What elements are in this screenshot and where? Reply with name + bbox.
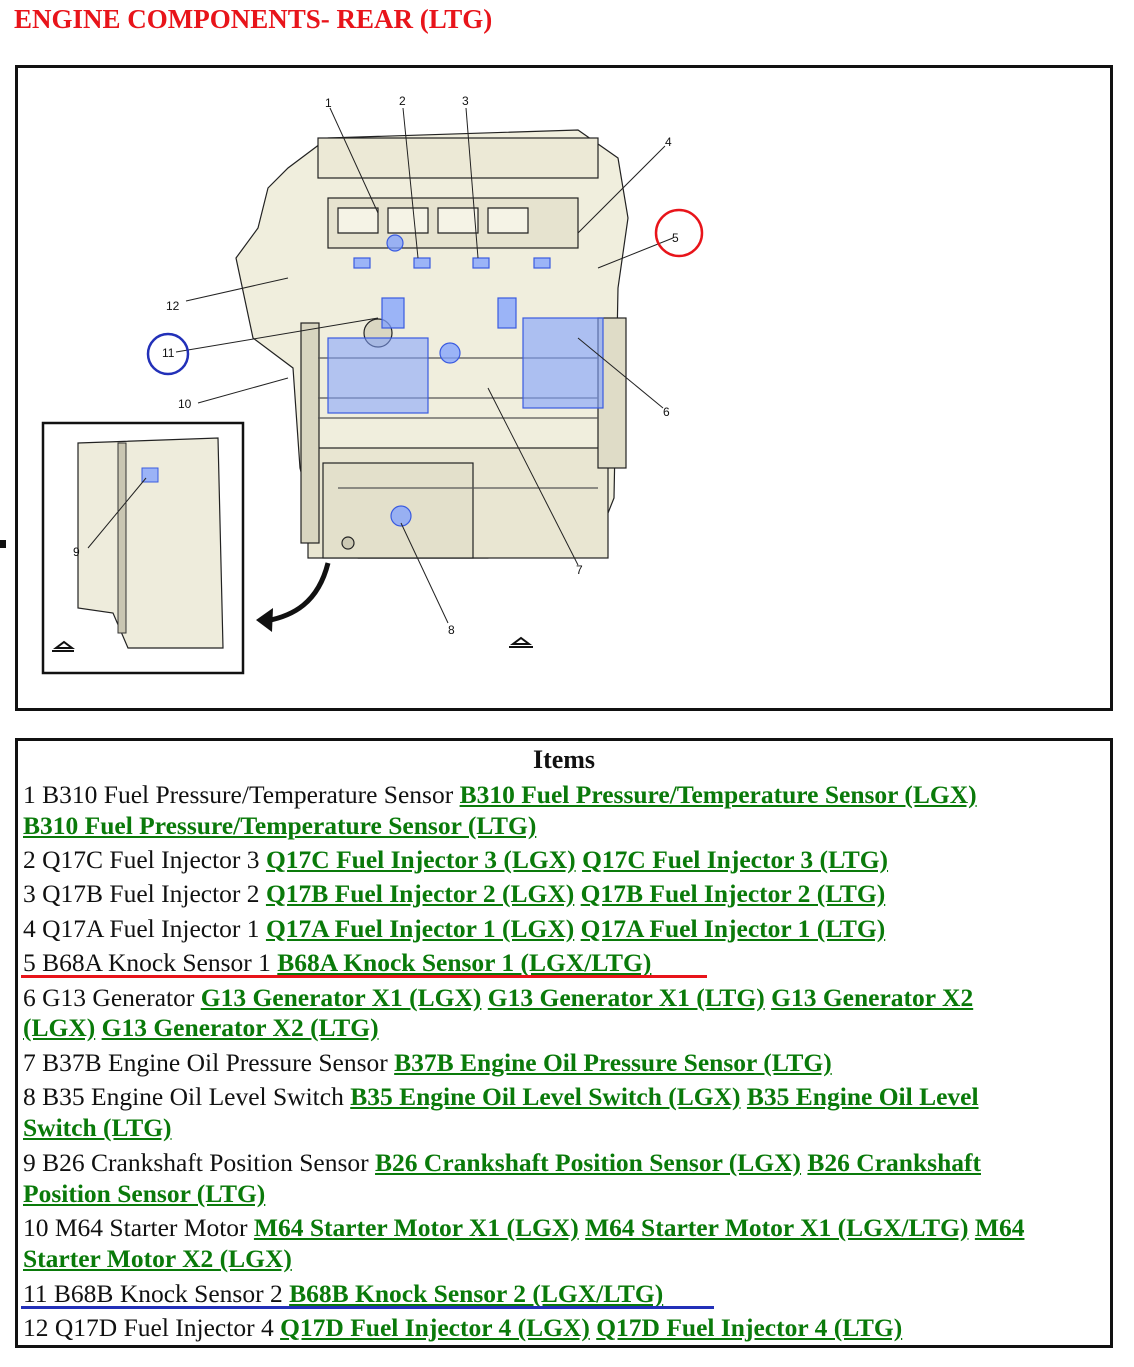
inset-arrow [265,562,331,624]
margin-mark [0,540,6,548]
item-link[interactable]: Switch (LTG) [23,1113,172,1142]
leader-lines [87,107,674,624]
list-item-highlighted-blue: 11 B68B Knock Sensor 2 B68B Knock Sensor… [23,1279,664,1308]
knock-sensor-1-highlight-circle [654,208,704,258]
list-item: 9 B26 Crankshaft Position Sensor B26 Cra… [23,1148,981,1177]
item-link[interactable]: Q17D Fuel Injector 4 (LTG) [596,1313,903,1342]
item-link[interactable]: B26 Crankshaft [807,1148,981,1177]
item-link[interactable]: B68A Knock Sensor 1 (LGX/LTG) [277,948,652,977]
item-link[interactable]: G13 Generator X1 (LGX) [200,983,482,1012]
list-item: Starter Motor X2 (LGX) [23,1243,292,1274]
list-item: Switch (LTG) [23,1112,172,1143]
item-link[interactable]: M64 [974,1213,1025,1242]
item-link[interactable]: G13 Generator X1 (LTG) [487,983,765,1012]
item-link[interactable]: Q17B Fuel Injector 2 (LTG) [580,879,886,908]
highlighted-components [327,234,604,527]
list-item: 3 Q17B Fuel Injector 2 Q17B Fuel Injecto… [23,879,886,908]
item-link[interactable]: Q17B Fuel Injector 2 (LGX) [265,879,575,908]
item-link[interactable]: Q17D Fuel Injector 4 (LGX) [280,1313,590,1342]
page-title: ENGINE COMPONENTS- REAR (LTG) [14,4,493,34]
engine-block [235,129,629,559]
callout-3: 3 [462,94,469,108]
callout-labels: 1 2 3 4 5 6 7 8 9 10 11 12 [73,94,679,637]
item-link[interactable]: B35 Engine Oil Level [746,1082,979,1111]
list-item: Position Sensor (LTG) [23,1178,265,1209]
list-item: B310 Fuel Pressure/Temperature Sensor (L… [23,810,536,841]
callout-10: 10 [178,397,192,411]
list-item: 1 B310 Fuel Pressure/Temperature Sensor … [23,780,977,809]
item-link[interactable]: Q17C Fuel Injector 3 (LTG) [582,845,889,874]
callout-7: 7 [576,563,583,577]
blue-underline [21,1306,714,1309]
list-item: 7 B37B Engine Oil Pressure Sensor B37B E… [23,1048,832,1077]
callout-5: 5 [672,231,679,245]
list-item-highlighted-red: 5 B68A Knock Sensor 1 B68A Knock Sensor … [23,948,652,977]
callout-1: 1 [325,96,332,110]
list-item: 10 M64 Starter Motor M64 Starter Motor X… [23,1213,1025,1242]
callout-6: 6 [663,405,670,419]
items-heading: Items [532,745,596,774]
callout-11: 11 [162,346,175,360]
item-link[interactable]: G13 Generator X2 (LTG) [101,1013,379,1042]
inset-detail [41,421,245,675]
item-link[interactable]: M64 Starter Motor X1 (LGX) [253,1213,579,1242]
item-link[interactable]: B37B Engine Oil Pressure Sensor (LTG) [394,1048,832,1077]
list-item: 2 Q17C Fuel Injector 3 Q17C Fuel Injecto… [23,845,889,874]
callout-4: 4 [665,135,672,149]
list-item: 8 B35 Engine Oil Level Switch B35 Engine… [23,1082,979,1111]
item-link[interactable]: Q17C Fuel Injector 3 (LGX) [265,845,576,874]
item-link[interactable]: B35 Engine Oil Level Switch (LGX) [350,1082,741,1111]
item-link[interactable]: B310 Fuel Pressure/Temperature Sensor (L… [459,780,977,809]
engine-illustration: 1 2 3 4 5 6 7 8 9 10 11 12 [41,94,704,675]
item-link[interactable]: (LGX) [23,1013,96,1042]
callout-8: 8 [448,623,455,637]
item-link[interactable]: B310 Fuel Pressure/Temperature Sensor (L… [23,811,537,840]
item-link[interactable]: Q17A Fuel Injector 1 (LTG) [580,914,886,943]
list-item: 4 Q17A Fuel Injector 1 Q17A Fuel Injecto… [23,914,886,943]
knock-sensor-2-highlight-circle [146,332,190,376]
engine-diagram: 1 2 3 4 5 6 7 8 9 10 11 12 [15,65,1113,711]
list-item: (LGX) G13 Generator X2 (LTG) [23,1012,379,1043]
callout-12: 12 [166,299,180,313]
item-link[interactable]: Q17A Fuel Injector 1 (LGX) [265,914,575,943]
items-table: Items 1 B310 Fuel Pressure/Temperature S… [15,738,1113,1348]
list-item: 6 G13 Generator G13 Generator X1 (LGX) G… [23,983,974,1012]
item-link[interactable]: M64 Starter Motor X1 (LGX/LTG) [585,1213,969,1242]
item-link[interactable]: G13 Generator X2 [771,983,974,1012]
red-underline [21,975,707,978]
item-link[interactable]: B68B Knock Sensor 2 (LGX/LTG) [289,1279,664,1308]
item-link[interactable]: B26 Crankshaft Position Sensor (LGX) [375,1148,802,1177]
callout-2: 2 [399,94,406,108]
orientation-icon [509,636,533,648]
item-link[interactable]: Position Sensor (LTG) [23,1179,266,1208]
item-link[interactable]: Starter Motor X2 (LGX) [23,1244,292,1273]
callout-9: 9 [73,545,80,559]
list-item: 12 Q17D Fuel Injector 4 Q17D Fuel Inject… [23,1313,903,1342]
